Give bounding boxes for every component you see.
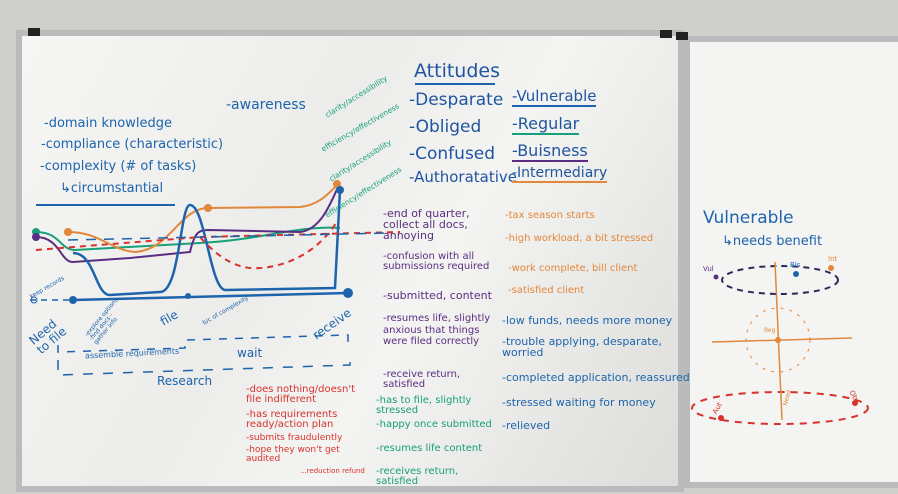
regular-green-note: -resumes life content <box>376 443 483 454</box>
point-label: Vul <box>703 265 714 273</box>
bracket-assemble-wait <box>57 334 349 353</box>
regular-green-note: -receives return, satisfied <box>376 466 459 487</box>
vulnerable-line <box>72 189 342 297</box>
attitude-item: -Confused <box>409 144 496 164</box>
left-whiteboard <box>16 30 684 492</box>
business-note: -resumes life, slightly anxious that thi… <box>383 313 491 347</box>
vulnerable-note: -low funds, needs more money <box>502 314 673 327</box>
regular-red-note: -hope they won't get audited <box>246 445 340 464</box>
bracket-research <box>57 355 351 376</box>
top-ellipse <box>721 265 839 295</box>
right-title: Vulnerable <box>703 208 794 228</box>
vulnerable-note: -trouble applying, desparate, worried <box>502 335 662 359</box>
attitude-item: -Obliged <box>409 117 482 137</box>
intermediary-note: -tax season starts <box>505 210 595 221</box>
factor-item: ↳circumstantial <box>60 181 164 196</box>
attitudes-title: Attitudes <box>414 60 500 82</box>
persona-item: -Regular <box>512 114 580 135</box>
attitude-item: -Desparate <box>409 90 504 110</box>
persona-item: -Intermediary <box>512 165 608 183</box>
vulnerable-note: -stressed waiting for money <box>502 396 656 409</box>
horizontal-axis <box>711 337 853 343</box>
regular-red-note: -submits fraudulently <box>246 433 343 443</box>
factor-item: -domain knowledge <box>44 116 172 131</box>
awareness-label: -awareness <box>226 97 306 113</box>
factor-item: -complexity (# of tasks) <box>40 159 197 174</box>
attitude-item: -Authoratative <box>409 168 518 186</box>
wait-label: wait <box>237 346 263 360</box>
vulnerable-note: -relieved <box>502 419 551 432</box>
baseline-dashed <box>67 232 391 241</box>
regular-green-note: -happy once submitted <box>376 419 492 430</box>
board-clip <box>28 28 40 36</box>
board-clip <box>676 32 688 40</box>
regular-green-note: -has to file, slightly stressed <box>376 395 472 416</box>
intermediary-note: -satisfied client <box>508 285 585 296</box>
timeline-axis <box>72 291 349 302</box>
factor-item: -compliance (characteristic) <box>41 137 224 152</box>
point-label: Reg <box>764 327 776 334</box>
persona-item: -Buisness <box>512 141 588 162</box>
right-subtitle: ↳needs benefit <box>722 234 823 249</box>
persona-item: -Vulnerable <box>512 87 597 107</box>
business-note: -confusion with all submissions required <box>383 251 490 272</box>
vulnerable-note: -completed application, reassured <box>502 371 690 384</box>
intermediary-line <box>67 183 339 254</box>
business-note: -submitted, content <box>383 289 492 302</box>
point-label: Bis <box>790 261 801 269</box>
regular-red-note: ...reduction refund <box>300 467 365 475</box>
regular-red-note: -does nothing/doesn't file indifferent <box>246 384 355 405</box>
board-clip <box>660 30 672 38</box>
research-label: Research <box>157 374 213 388</box>
business-note: -receive return, satisfied <box>383 369 461 390</box>
point-label: Int <box>828 255 838 263</box>
intermediary-note: -work complete, bill client <box>508 263 638 274</box>
business-note: -end of quarter, collect all docs, annoy… <box>383 207 470 242</box>
right-whiteboard <box>684 36 898 488</box>
intermediary-note: -high workload, a bit stressed <box>505 233 654 244</box>
business-line <box>35 186 339 264</box>
bottom-ellipse <box>691 391 869 425</box>
regular-red-note: -has requirements ready/action plan <box>246 409 338 430</box>
